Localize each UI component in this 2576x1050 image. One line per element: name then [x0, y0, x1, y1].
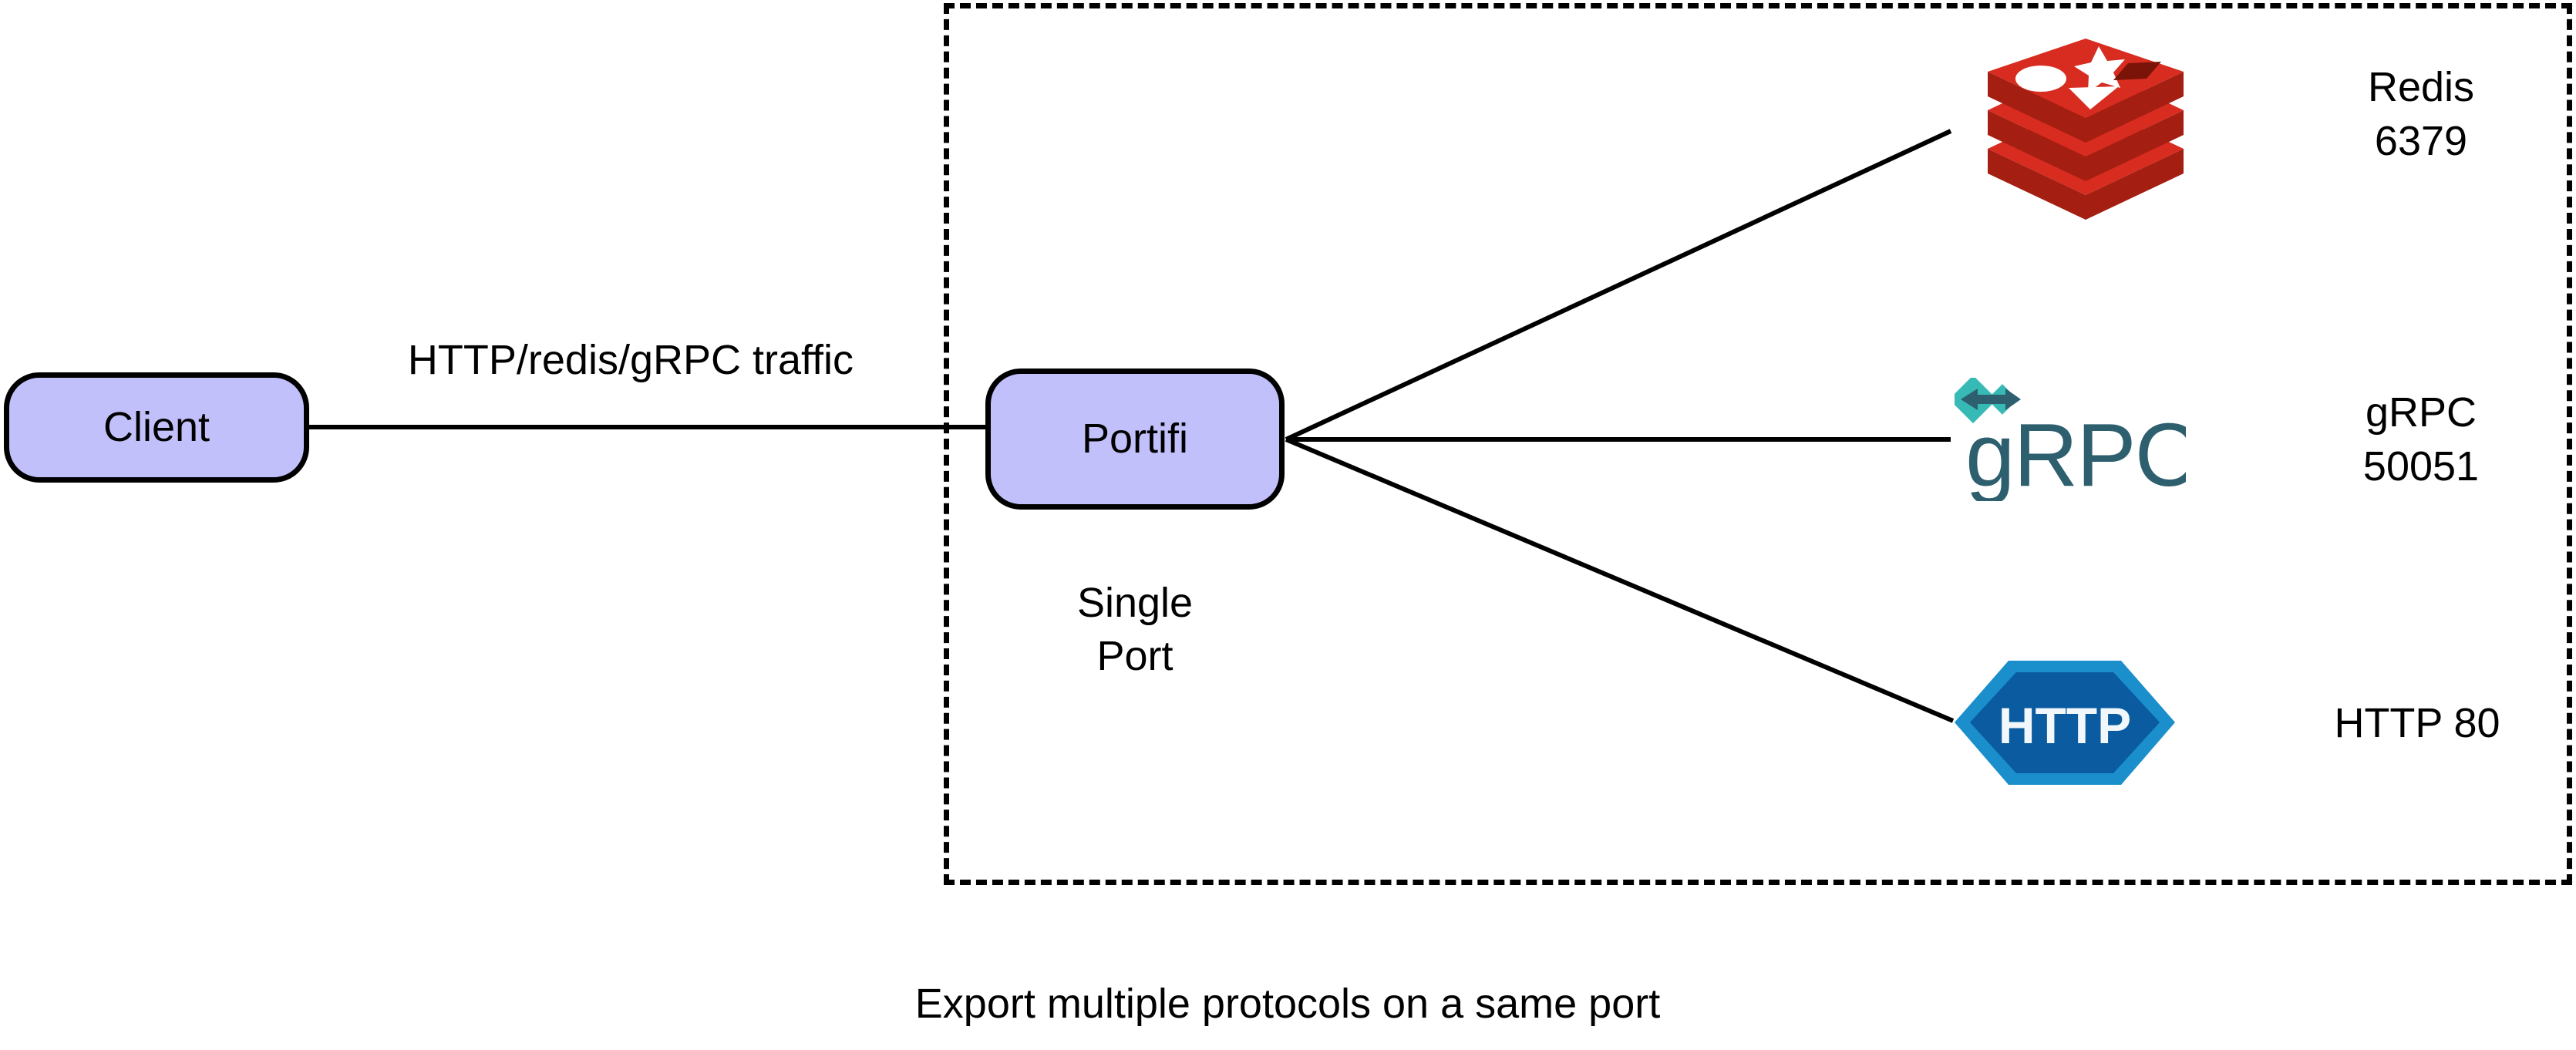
http-badge-text: HTTP: [1999, 697, 2131, 754]
grpc-port-label: gRPC 50051: [2362, 389, 2480, 490]
node-portifi-label: Portifi: [1081, 415, 1189, 462]
single-port-boundary: [944, 3, 2572, 885]
diagram-caption: Export multiple protocols on a same port: [914, 981, 1661, 1027]
redis-logo: [1982, 39, 2190, 220]
node-portifi[interactable]: Portifi: [985, 369, 1285, 510]
node-client[interactable]: Client: [4, 372, 309, 483]
edge-portifi-http: [1285, 437, 1955, 723]
grpc-logo: gRPC: [1948, 375, 2199, 505]
http-hexagon-inner: [1970, 672, 2160, 773]
redis-triangle-glyph: [2069, 86, 2119, 109]
node-client-label: Client: [103, 403, 210, 450]
redis-ellipse-glyph: [2015, 66, 2066, 92]
edge-label-traffic: HTTP/redis/gRPC traffic: [407, 337, 854, 383]
node-portifi-sublabel: Single Port: [1076, 580, 1194, 680]
http-port-label: HTTP 80: [2334, 700, 2500, 746]
svg-text:gRPC: gRPC: [1965, 405, 2186, 501]
edge-portifi-redis: [1285, 129, 1952, 442]
redis-cube-glyph: [2113, 62, 2161, 80]
redis-port-label: Redis 6379: [2367, 64, 2475, 165]
redis-star-glyph: [2074, 46, 2125, 93]
http-logo: HTTP: [1953, 659, 2177, 786]
